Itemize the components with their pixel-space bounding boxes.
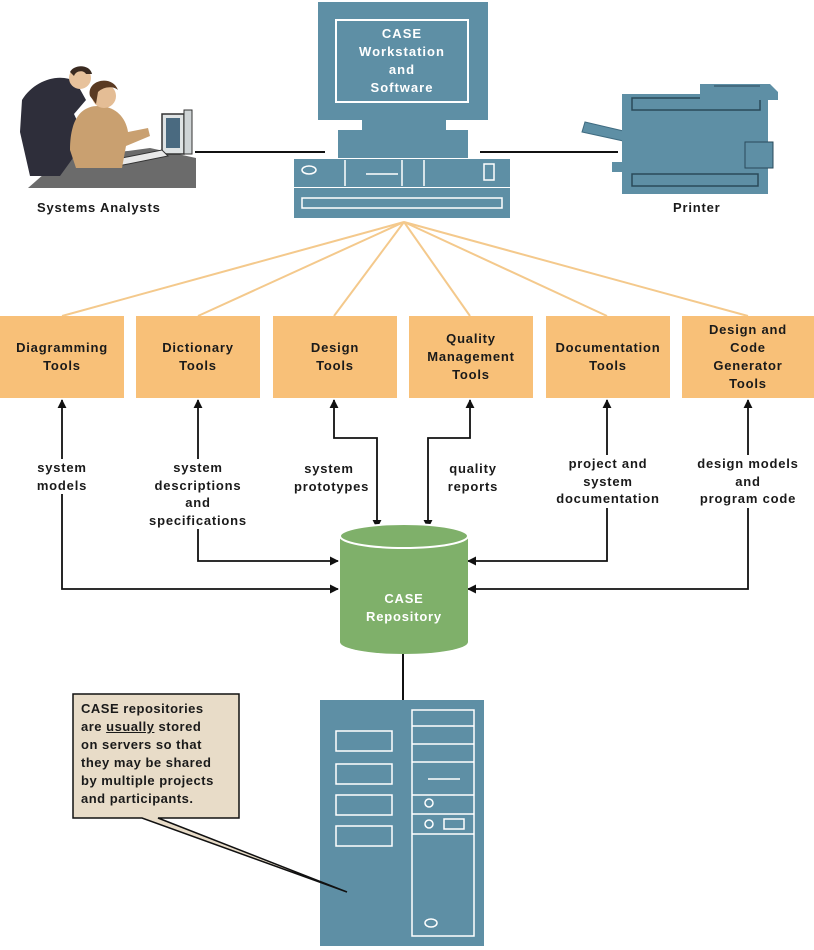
callout-note: CASE repositories are usually stored on …	[73, 694, 239, 818]
tool-diagramming: Diagramming Tools	[0, 316, 124, 398]
analysts-illustration	[20, 66, 196, 188]
repository-cylinder	[339, 523, 469, 654]
flow-label-system-descriptions: system descriptions and specifications	[140, 459, 256, 529]
workstation-label: CASE Workstation and Software	[359, 26, 445, 95]
note-text-part2: stored on servers so that they may be sh…	[81, 719, 214, 806]
arrow-system-descriptions	[193, 399, 339, 566]
tool-documentation: Documentation Tools	[546, 316, 670, 398]
printer-caption: Printer	[673, 200, 721, 215]
tool-design: Design Tools	[273, 316, 397, 398]
analysts-caption: Systems Analysts	[37, 200, 161, 215]
note-text-part1: CASE repositories are	[81, 701, 204, 734]
workstation-icon	[294, 2, 510, 218]
repository-label: CASE Repository	[340, 590, 468, 626]
note-emphasis: usually	[106, 719, 155, 734]
printer-icon	[581, 84, 778, 194]
flow-label-system-prototypes: system prototypes	[294, 460, 370, 495]
workstation-connectors	[61, 221, 749, 317]
repository-label-line2: Repository	[366, 609, 442, 624]
arrow-system-prototypes	[329, 399, 382, 529]
repository-label-line1: CASE	[384, 591, 424, 606]
flow-label-design-models: design models and program code	[690, 455, 806, 508]
flow-label-quality-reports: quality reports	[442, 460, 504, 495]
server-icon	[320, 700, 484, 946]
flow-label-project-documentation: project and system documentation	[552, 455, 664, 508]
flow-label-system-models: system models	[22, 459, 102, 494]
callout-bubble	[72, 693, 348, 893]
tool-dictionary: Dictionary Tools	[136, 316, 260, 398]
tool-quality-management: Quality Management Tools	[409, 316, 533, 398]
tool-design-code-generator: Design and Code Generator Tools	[682, 316, 814, 398]
